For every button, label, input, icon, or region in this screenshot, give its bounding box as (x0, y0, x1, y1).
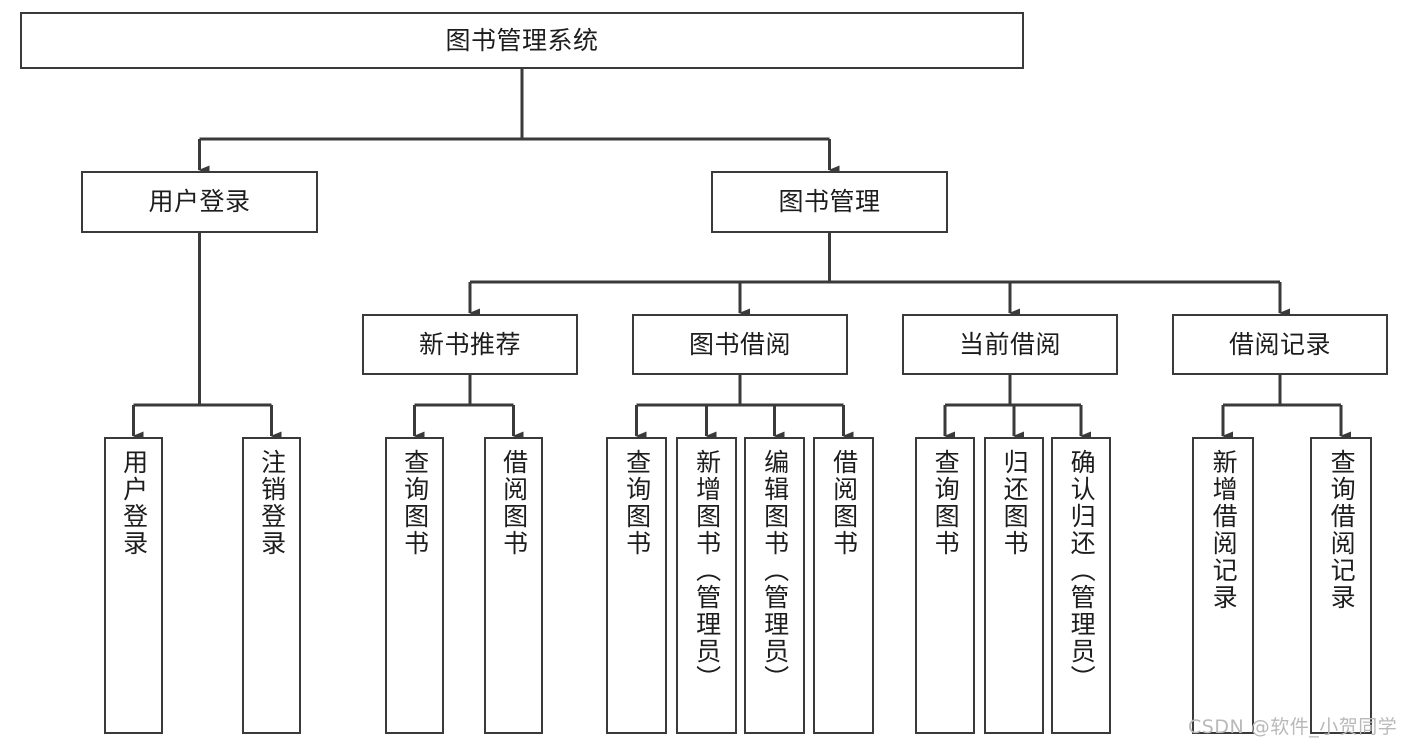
node-borrow-record[interactable]: 借阅记录 (1172, 314, 1388, 375)
node-leaf-query-book-3[interactable]: 查询图书 (915, 437, 975, 734)
node-leaf-add-book[interactable]: 新增图书（管理员） (676, 437, 737, 734)
node-label: 查询借阅记录 (1327, 449, 1357, 611)
node-label: 用户登录 (119, 449, 149, 557)
node-label: 归还图书 (1000, 449, 1030, 557)
node-leaf-logout[interactable]: 注销登录 (242, 437, 301, 734)
node-label: 查询图书 (931, 449, 961, 557)
node-label: 图书管理系统 (445, 25, 599, 55)
node-leaf-confirm-return[interactable]: 确认归还（管理员） (1051, 437, 1111, 734)
node-leaf-query-book-2[interactable]: 查询图书 (606, 437, 667, 734)
node-leaf-add-record[interactable]: 新增借阅记录 (1192, 437, 1254, 734)
node-label: 新书推荐 (418, 329, 521, 359)
node-leaf-edit-book[interactable]: 编辑图书（管理员） (744, 437, 805, 734)
node-leaf-query-record[interactable]: 查询借阅记录 (1310, 437, 1372, 734)
node-user-login[interactable]: 用户登录 (81, 171, 318, 233)
node-label: 用户登录 (148, 187, 251, 217)
node-leaf-borrow-book-2[interactable]: 借阅图书 (813, 437, 874, 734)
edge-group (132, 69, 1351, 441)
node-label: 图书管理 (778, 187, 881, 217)
node-root[interactable]: 图书管理系统 (20, 12, 1024, 69)
node-label: 新增借阅记录 (1209, 449, 1239, 611)
node-current-borrow[interactable]: 当前借阅 (902, 314, 1118, 375)
node-leaf-query-book-1[interactable]: 查询图书 (385, 437, 444, 734)
node-label: 借阅记录 (1228, 329, 1331, 359)
node-label: 查询图书 (400, 449, 430, 557)
node-leaf-borrow-book-1[interactable]: 借阅图书 (484, 437, 543, 734)
node-new-book-rec[interactable]: 新书推荐 (362, 314, 578, 375)
node-label: 查询图书 (622, 449, 652, 557)
node-book-borrow[interactable]: 图书借阅 (632, 314, 848, 375)
node-label: 借阅图书 (829, 449, 859, 557)
node-leaf-return-book[interactable]: 归还图书 (984, 437, 1044, 734)
node-label: 图书借阅 (688, 329, 791, 359)
node-label: 注销登录 (257, 449, 287, 557)
node-label: 编辑图书（管理员） (760, 449, 790, 692)
node-leaf-user-login[interactable]: 用户登录 (104, 437, 163, 734)
node-label: 当前借阅 (958, 329, 1061, 359)
node-label: 确认归还（管理员） (1067, 449, 1097, 692)
node-label: 新增图书（管理员） (692, 449, 722, 692)
node-label: 借阅图书 (499, 449, 529, 557)
node-book-manage[interactable]: 图书管理 (711, 171, 948, 233)
watermark-text: CSDN @软件_小贺同学 (1188, 716, 1398, 738)
